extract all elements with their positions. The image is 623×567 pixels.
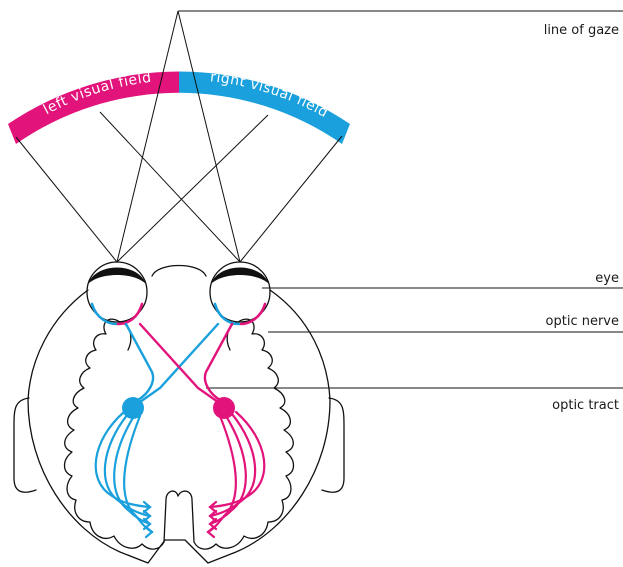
optic-tract-label: optic tract	[552, 398, 619, 413]
left-lateral-geniculate-nucleus	[122, 397, 144, 419]
right-eye-pink-nerve	[203, 322, 234, 402]
left-eye-nasal-retina	[116, 302, 144, 326]
left-visual-field-band	[8, 71, 179, 144]
right-lateral-geniculate-nucleus	[213, 397, 235, 419]
left-radiation-3	[113, 414, 152, 526]
left-hemisphere-outline	[63, 318, 179, 550]
retinas	[90, 302, 267, 326]
right-eye	[209, 261, 271, 323]
gaze-line-right-eye	[177, 10, 241, 263]
right-optic-radiation	[206, 410, 266, 539]
left-eyeball	[86, 261, 148, 323]
right-eye-temporal-retina	[239, 302, 267, 326]
left-eye-to-left-edge	[15, 136, 118, 263]
right-visual-field-band	[179, 71, 350, 144]
right-radiation-3	[208, 414, 247, 526]
right-eye-to-left-field	[99, 111, 241, 263]
head	[13, 264, 345, 564]
left-eye-pink-nerve	[138, 322, 220, 404]
right-ear	[321, 397, 345, 493]
line-of-gaze-label: line of gaze	[544, 23, 619, 38]
left-arrowhead-1	[142, 500, 152, 514]
left-pupil	[88, 267, 146, 284]
right-arrowhead-4	[206, 525, 216, 539]
left-eye-to-right-field	[116, 114, 269, 263]
left-sulcus	[119, 321, 132, 351]
leader-lines	[178, 10, 623, 389]
right-hemisphere-outline	[177, 318, 295, 550]
gaze-line-left-eye	[116, 10, 179, 263]
left-radiation-1	[94, 410, 152, 509]
right-pupil	[211, 267, 269, 284]
sight-lines	[15, 10, 343, 263]
right-radiation-1	[208, 410, 266, 509]
left-eye-blue-nerve	[124, 322, 155, 402]
right-radiation-2	[208, 412, 257, 518]
brain	[63, 318, 295, 550]
left-ear	[13, 397, 37, 493]
right-eyeball	[209, 261, 271, 323]
left-radiation-2	[103, 412, 152, 518]
left-eye	[86, 261, 148, 323]
optic-pathways	[124, 322, 234, 404]
eye-label: eye	[595, 271, 619, 286]
left-arrowhead-4	[144, 525, 154, 539]
visual-field-arc: left visual field right visual field	[8, 69, 350, 144]
right-eye-to-right-edge	[239, 135, 343, 263]
right-sulcus	[226, 321, 239, 351]
right-eye-nasal-retina	[213, 302, 241, 326]
nose	[151, 264, 207, 277]
right-arrowhead-1	[208, 500, 218, 514]
head-outline	[27, 289, 331, 564]
left-optic-radiation	[94, 410, 154, 539]
optic-nerve-label: optic nerve	[546, 314, 619, 329]
right-eye-blue-nerve	[138, 322, 220, 404]
left-eye-temporal-retina	[90, 302, 118, 326]
